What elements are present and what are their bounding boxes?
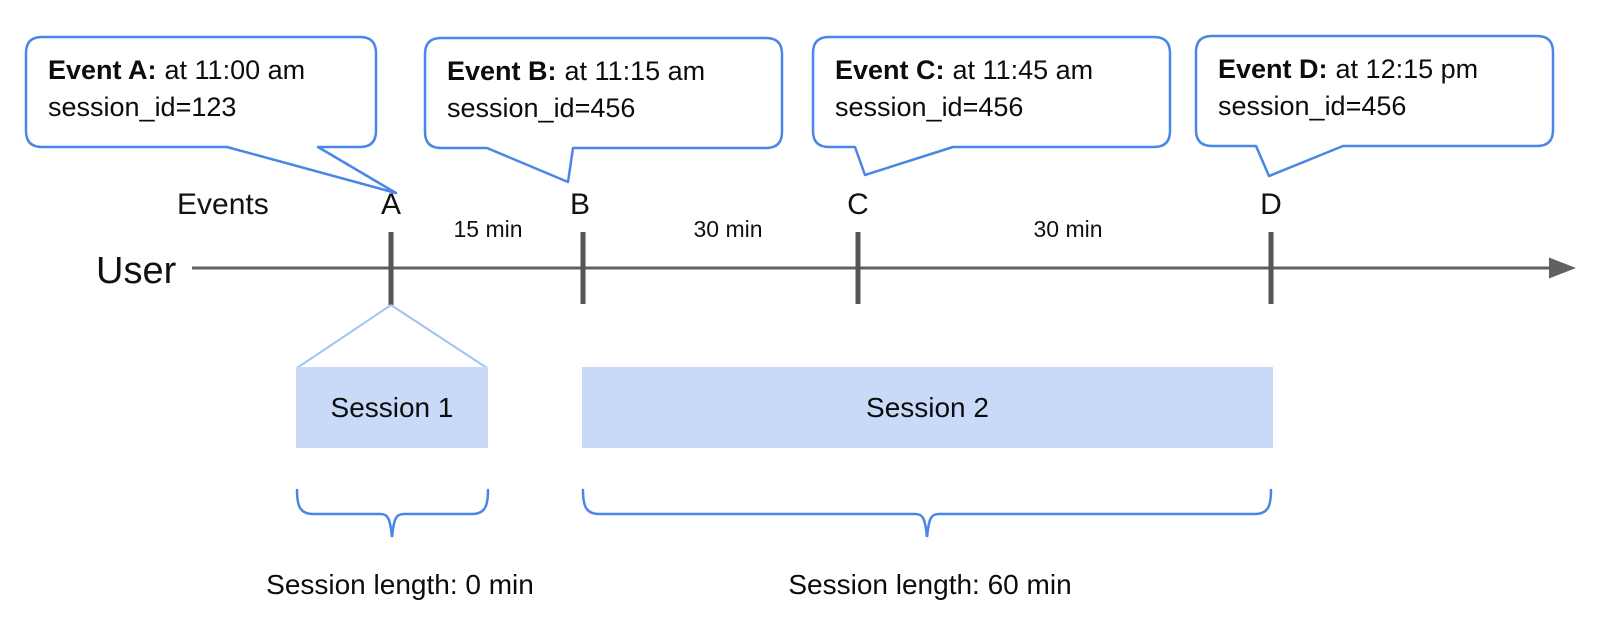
callout-bubble-a (24, 35, 398, 195)
funnel-right-line (390, 304, 488, 369)
session-1-label: Session 1 (330, 391, 454, 423)
callout-bubble-b (423, 36, 784, 184)
event-d-title: Event D: (1218, 54, 1328, 84)
session-2-label: Session 2 (866, 391, 989, 423)
brace-session-2 (581, 488, 1273, 538)
event-letter-a: A (380, 188, 402, 221)
session-1-length-label: Session length: 0 min (266, 569, 534, 600)
event-b-title: Event B: (447, 56, 557, 86)
brace-session-1 (295, 488, 490, 538)
event-a-time: at 11:00 am (164, 55, 306, 85)
event-letter-c: C (847, 188, 869, 221)
callout-bubble-c (811, 35, 1172, 177)
interval-a-b: 15 min (453, 216, 523, 242)
events-row-label: Events (177, 188, 269, 221)
funnel-left-line (296, 304, 392, 369)
callout-text-event-d: Event D:at 12:15 pm session_id=456 (1218, 51, 1478, 125)
interval-b-c: 30 min (693, 216, 763, 242)
event-d-time: at 12:15 pm (1335, 54, 1479, 84)
event-letter-d: D (1260, 188, 1282, 221)
event-c-title: Event C: (835, 55, 945, 85)
session-2-length-label: Session length: 60 min (788, 569, 1072, 600)
callout-line-1: Event C:at 11:45 am (835, 52, 1093, 89)
callout-line-1: Event A:at 11:00 am (48, 52, 305, 89)
event-letter-b: B (569, 188, 591, 221)
event-a-title: Event A: (48, 55, 157, 85)
user-row-label: User (96, 250, 177, 292)
callout-text-event-b: Event B:at 11:15 am session_id=456 (447, 53, 705, 127)
callout-bubble-d (1194, 34, 1555, 178)
session-1-bar: Session 1 (296, 367, 488, 448)
event-c-session-id: session_id=456 (835, 92, 1024, 122)
event-b-session-id: session_id=456 (447, 93, 636, 123)
callout-text-event-c: Event C:at 11:45 am session_id=456 (835, 52, 1093, 126)
interval-c-d: 30 min (1033, 216, 1103, 242)
callout-line-1: Event B:at 11:15 am (447, 53, 705, 90)
callout-text-event-a: Event A:at 11:00 am session_id=123 (48, 52, 305, 126)
callout-line-1: Event D:at 12:15 pm (1218, 51, 1478, 88)
event-b-time: at 11:15 am (564, 56, 706, 86)
event-c-time: at 11:45 am (952, 55, 1094, 85)
timeline-arrowhead-icon (1549, 257, 1576, 279)
session-2-bar: Session 2 (582, 367, 1273, 448)
event-d-session-id: session_id=456 (1218, 91, 1407, 121)
event-a-session-id: session_id=123 (48, 92, 237, 122)
